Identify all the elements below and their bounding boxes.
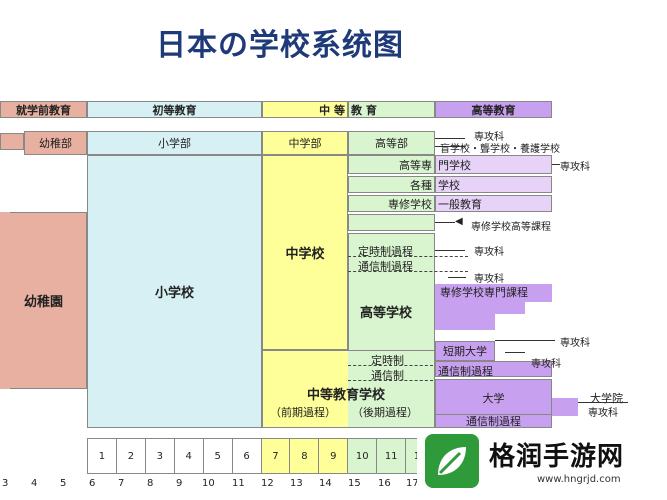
- age-label: 12: [261, 478, 274, 489]
- line: [435, 250, 465, 251]
- note-senkou-6: 専攻科: [531, 359, 561, 370]
- note-senkou-5: 専攻科: [560, 338, 590, 349]
- tanki-box: 短期大学: [435, 341, 495, 361]
- koutou-senmon-b: 門学校: [435, 155, 552, 174]
- zenki-label: （前期過程）: [270, 406, 336, 419]
- tsuushin-daigaku-box: 通信制過程: [435, 414, 552, 428]
- tsuushin2-label: 通信制: [371, 369, 404, 382]
- age-label: 17: [406, 478, 419, 489]
- dashed-line: [348, 256, 468, 257]
- line: [435, 146, 465, 147]
- senshu-ippan-b: 一般教育: [435, 195, 552, 212]
- header-primary: 初等教育: [87, 101, 262, 118]
- chuto-label: 中等教育学校: [307, 388, 386, 403]
- elementary-dept: 小学部: [87, 131, 262, 155]
- arrow-senshu-koutou: ◀: [455, 216, 463, 227]
- age-label: 13: [290, 478, 303, 489]
- middle-dept: 中学部: [262, 131, 348, 155]
- age-label: 15: [348, 478, 361, 489]
- senshu-ippan-a: 専修学校: [348, 195, 435, 212]
- kouki-label: （後期過程）: [352, 406, 418, 419]
- header-preschool: 就学前教育: [0, 101, 87, 118]
- chuto-yellow: [263, 351, 348, 427]
- line: [448, 277, 466, 278]
- senshu-senmon-step: [435, 300, 495, 330]
- grade-cell: 10: [348, 439, 378, 473]
- note-senkou-1: 専攻科: [474, 132, 504, 143]
- tsuushin-label: 通信制過程: [358, 260, 413, 273]
- kakushu-b: 学校: [435, 176, 552, 193]
- note-senkou-7: 専攻科: [588, 408, 618, 419]
- daigakuin-step: [552, 398, 578, 416]
- grade-cell: 4: [174, 439, 204, 473]
- daigakuin-label: 大学院: [590, 392, 623, 405]
- header-secondary-a: 中 等: [262, 101, 348, 118]
- step-piece: [495, 302, 525, 314]
- koutou-gakkou-label: 高等学校: [360, 306, 413, 321]
- note-senkou-4: 専攻科: [474, 274, 504, 285]
- leaf-logo-icon: [425, 434, 479, 488]
- line: [505, 352, 525, 353]
- line: [495, 340, 555, 341]
- note-senkou-3: 専攻科: [474, 247, 504, 258]
- watermark-brand: 格润手游网: [489, 442, 625, 472]
- teijisei-label: 定時制過程: [358, 245, 413, 258]
- senshu-senmon-label: 専修学校専門課程: [440, 286, 528, 299]
- shougakkou-box: 小学校: [87, 155, 262, 428]
- tsuushin-band: [435, 361, 552, 377]
- line: [578, 402, 628, 403]
- note-special-schools: 盲学校・聾学校・養護学校: [440, 144, 560, 155]
- age-label: 14: [319, 478, 332, 489]
- youchien-box: 幼稚園: [0, 212, 87, 389]
- note-senshu-koutou: 専修学校高等課程: [471, 222, 551, 233]
- teiji2-label: 定時制: [371, 354, 404, 367]
- high-dept: 高等部: [348, 131, 435, 155]
- grade-cell: 6: [232, 439, 262, 473]
- grade-cell: 7: [261, 439, 291, 473]
- watermark: 格润手游网 www.hngrjd.com: [417, 428, 661, 494]
- daigaku-box: 大学: [435, 379, 552, 416]
- tsuushin-band-label: 通信制過程: [438, 365, 493, 378]
- age-label: 6: [89, 478, 96, 489]
- header-secondary-b: 教 育: [348, 101, 435, 118]
- grade-cell: 8: [290, 439, 320, 473]
- age-label: 11: [232, 478, 245, 489]
- header-higher: 高等教育: [435, 101, 552, 118]
- line: [552, 164, 560, 165]
- grade-cell: 9: [319, 439, 349, 473]
- kindergarten-stub: [0, 133, 24, 150]
- grade-cell: 1: [88, 439, 117, 473]
- dashed-line: [348, 380, 433, 381]
- senshu-koutou-box: [348, 214, 435, 231]
- youchien-step: [0, 212, 10, 389]
- ages-row: 3 4 5 6 7 8 9 10 11 12 13 14 15 16 17: [0, 476, 667, 496]
- grade-cell: 3: [145, 439, 175, 473]
- kakushu-a: 各種: [348, 176, 435, 193]
- watermark-url: www.hngrjd.com: [537, 474, 621, 485]
- age-label: 8: [147, 478, 154, 489]
- age-label: 7: [118, 478, 125, 489]
- age-label: 3: [2, 478, 9, 489]
- arrow-line: [435, 222, 455, 223]
- age-label: 5: [60, 478, 67, 489]
- line: [435, 138, 465, 139]
- dashed-line: [348, 365, 433, 366]
- grade-cell: 2: [116, 439, 146, 473]
- grades-row: 1 2 3 4 5 6 7 8 9 10 11 12: [87, 438, 435, 474]
- age-label: 9: [176, 478, 183, 489]
- chuugakkou-box: 中学校: [262, 155, 348, 350]
- age-label: 4: [31, 478, 38, 489]
- age-label: 10: [202, 478, 215, 489]
- note-senkou-2: 専攻科: [560, 162, 590, 173]
- dashed-line: [348, 271, 468, 272]
- kindergarten-dept: 幼稚部: [24, 131, 87, 155]
- age-label: 16: [378, 478, 391, 489]
- koutou-senmon-a: 高等専: [348, 155, 435, 174]
- grade-cell: 5: [203, 439, 233, 473]
- page-title: 日本の学校系统图: [156, 28, 404, 63]
- grade-cell: 11: [377, 439, 407, 473]
